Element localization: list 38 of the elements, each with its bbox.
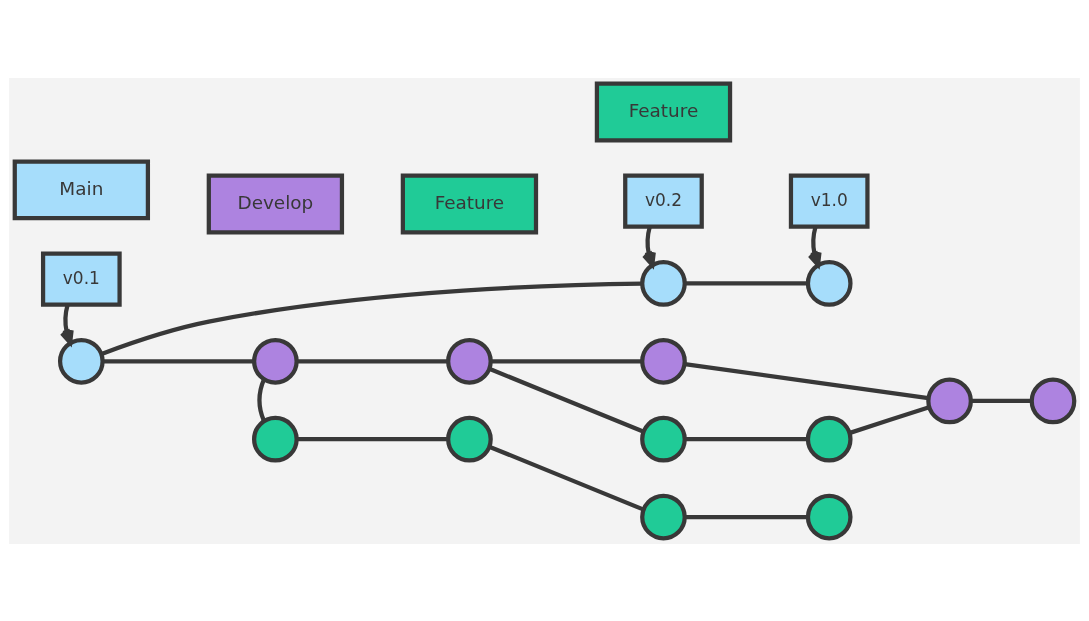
connector (970, 398, 1032, 403)
node-circle (1029, 377, 1077, 424)
node-circle (446, 415, 493, 463)
node-box: v1.0 (788, 173, 870, 229)
node-circle (252, 337, 299, 385)
node-circle (640, 259, 687, 307)
node-circle (57, 337, 105, 385)
connector (684, 436, 808, 441)
node-circle (926, 377, 973, 424)
node-circle (640, 337, 687, 385)
node-circle (446, 337, 493, 385)
connector (490, 358, 643, 363)
node-circle (252, 415, 299, 463)
connector (489, 444, 644, 511)
arrow (641, 226, 656, 267)
node-circle (805, 493, 853, 540)
node-box: v0.2 (623, 173, 704, 229)
node-circle (640, 415, 687, 463)
connector (100, 280, 642, 356)
node-circle (640, 493, 687, 540)
connector (684, 361, 929, 400)
legend-label: Feature (628, 99, 699, 121)
connector (684, 514, 808, 519)
connector (296, 436, 449, 441)
connector (489, 366, 644, 433)
node-box: v0.1 (40, 251, 122, 307)
node-circle (805, 259, 853, 307)
connector (102, 358, 255, 363)
connector (257, 378, 266, 422)
legend-label: Feature (434, 191, 505, 213)
node-circle (805, 415, 853, 463)
arrow (807, 226, 822, 267)
connector (849, 404, 930, 435)
arrow (59, 303, 74, 345)
legend-label: Main (59, 177, 104, 199)
connector (684, 280, 808, 285)
legend-label: Develop (237, 191, 314, 213)
connector (296, 358, 449, 363)
